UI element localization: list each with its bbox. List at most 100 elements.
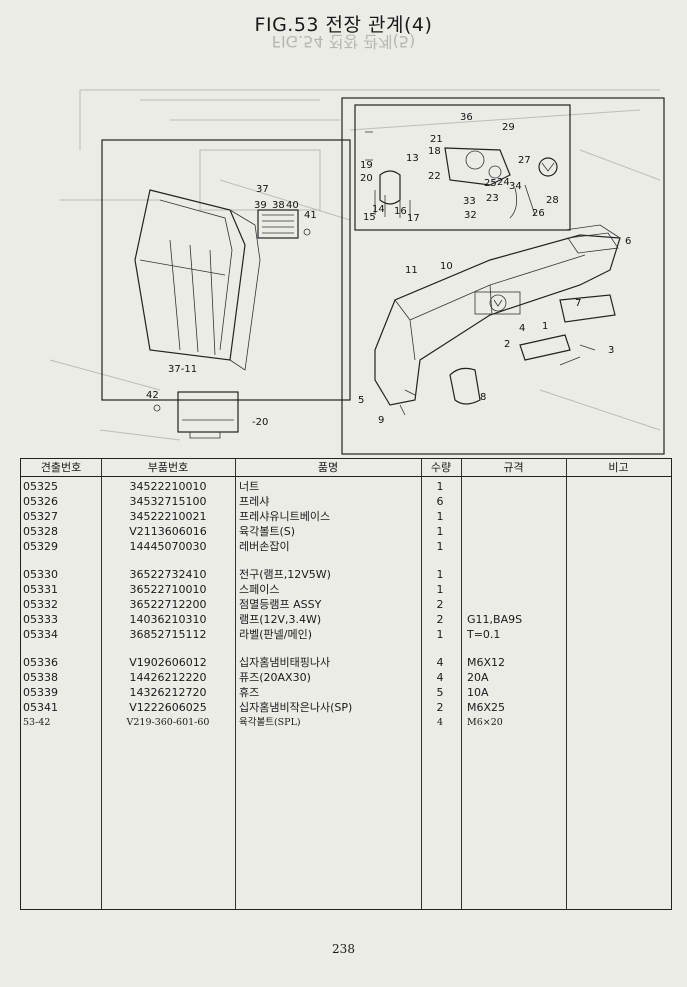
header-part-no: 부품번호 bbox=[147, 461, 189, 474]
callout-42: 42 bbox=[146, 390, 159, 401]
col-divider bbox=[421, 459, 422, 909]
cell-qty: 4 bbox=[436, 656, 444, 669]
cell-code: 05338 bbox=[23, 671, 58, 684]
cell-qty: 1 bbox=[436, 540, 444, 553]
col-divider bbox=[101, 459, 102, 909]
cell-spec: 20A bbox=[467, 671, 489, 684]
cell-qty: 2 bbox=[436, 613, 444, 626]
cell-name: 휴즈 bbox=[239, 686, 260, 699]
table-row: 05334 36852715112 라벨(판넬/메인) 1 T=0.1 bbox=[21, 627, 671, 642]
callout-2: 2 bbox=[504, 339, 510, 350]
switch-inset-frame bbox=[354, 104, 571, 231]
cell-part-no: V1222606025 bbox=[129, 701, 207, 714]
header-name: 품명 bbox=[317, 461, 339, 474]
cell-code: 05341 bbox=[23, 701, 58, 714]
callout-33: 33 bbox=[463, 196, 476, 207]
table-row: 05326 34532715100 프레샤 6 bbox=[21, 494, 671, 509]
callout-39: 39 bbox=[254, 200, 267, 211]
callout-22: 22 bbox=[428, 171, 441, 182]
callout-8: 8 bbox=[480, 392, 486, 403]
cell-name: 육각볼트(S) bbox=[239, 525, 296, 538]
cell-qty: 2 bbox=[436, 598, 444, 611]
cell-code: 05332 bbox=[23, 598, 58, 611]
cell-part-no: 14426212220 bbox=[129, 671, 207, 684]
callout-24: 24 bbox=[497, 177, 510, 188]
cell-name: 십자홈냄비작은나사(SP) bbox=[239, 701, 353, 714]
cell-part-no: 34522210021 bbox=[129, 510, 207, 523]
cell-part-no: 36522712200 bbox=[129, 598, 207, 611]
callout-28: 28 bbox=[546, 195, 559, 206]
right-panel-frame bbox=[341, 97, 665, 455]
callout-27: 27 bbox=[518, 155, 531, 166]
cell-qty: 1 bbox=[436, 568, 444, 581]
table-row: 05329 14445070030 레버손잡이 1 bbox=[21, 539, 671, 554]
cell-part-no: 34532715100 bbox=[129, 495, 207, 508]
callout-10: 10 bbox=[440, 261, 453, 272]
table-row: 05325 34522210010 너트 1 bbox=[21, 479, 671, 494]
cell-qty: 1 bbox=[436, 628, 444, 641]
table-row: 05338 14426212220 퓨즈(20AX30) 4 20A bbox=[21, 670, 671, 685]
callout-17: 17 bbox=[407, 213, 420, 224]
cell-qty: 6 bbox=[436, 495, 444, 508]
cell-qty: 5 bbox=[436, 686, 444, 699]
header-qty: 수량 bbox=[430, 461, 452, 474]
cell-qty: 4 bbox=[436, 717, 444, 728]
cell-name: 프레샤유니트베이스 bbox=[239, 510, 331, 523]
cell-part-no: 14445070030 bbox=[129, 540, 207, 553]
table-row: 05330 36522732410 전구(램프,12V5W) 1 bbox=[21, 567, 671, 582]
col-divider bbox=[566, 459, 567, 909]
cell-part-no: 36522710010 bbox=[129, 583, 207, 596]
callout-26: 26 bbox=[532, 208, 545, 219]
cell-code: 05331 bbox=[23, 583, 58, 596]
callout-9: 9 bbox=[378, 415, 384, 426]
cell-spec: 10A bbox=[467, 686, 489, 699]
table-row: 05327 34522210021 프레샤유니트베이스 1 bbox=[21, 509, 671, 524]
cell-part-no: 14326212720 bbox=[129, 686, 207, 699]
cell-name: 육각볼트(SPL) bbox=[239, 717, 301, 728]
cell-qty: 1 bbox=[436, 510, 444, 523]
cell-name: 램프(12V,3.4W) bbox=[239, 613, 322, 626]
cell-qty: 2 bbox=[436, 701, 444, 714]
callout-37: 37 bbox=[256, 184, 269, 195]
panel-cover-drawing bbox=[134, 189, 261, 371]
callout-4: 4 bbox=[519, 323, 525, 334]
callout-36: 36 bbox=[460, 112, 473, 123]
callout-1: 1 bbox=[542, 321, 548, 332]
table-row: 05336 V1902606012 십자홈냄비태핑나사 4 M6X12 bbox=[21, 655, 671, 670]
cell-code: 05326 bbox=[23, 495, 58, 508]
parts-table: 견출번호 부품번호 품명 수량 규격 비고 05325 34522210010 … bbox=[20, 458, 672, 910]
cell-qty: 1 bbox=[436, 583, 444, 596]
cell-spec: T=0.1 bbox=[467, 628, 501, 641]
cell-part-no: V1902606012 bbox=[129, 656, 207, 669]
cell-qty: 4 bbox=[436, 671, 444, 684]
cell-name: 점멸등램프 ASSY bbox=[239, 598, 322, 611]
callout-37-11: 37-11 bbox=[168, 364, 197, 375]
callout-34: 34 bbox=[509, 181, 522, 192]
cell-spec: M6X25 bbox=[467, 701, 506, 714]
table-row: 05331 36522710010 스페이스 1 bbox=[21, 582, 671, 597]
exploded-diagram: 37 39 38 40 41 37-11 42 -20 36 29 21 18 … bbox=[49, 89, 665, 455]
callout-29: 29 bbox=[502, 122, 515, 133]
cell-spec: G11,BA9S bbox=[467, 613, 523, 626]
cell-part-no: 14036210310 bbox=[129, 613, 207, 626]
cell-part-no: 36522732410 bbox=[129, 568, 207, 581]
cell-part-no: V219-360-601-60 bbox=[126, 717, 210, 728]
console-body-drawing bbox=[374, 224, 621, 416]
left-panel-frame bbox=[101, 139, 351, 401]
callout-18: 18 bbox=[428, 146, 441, 157]
cell-name: 십자홈냄비태핑나사 bbox=[239, 656, 331, 669]
cell-spec: M6X12 bbox=[467, 656, 506, 669]
callout-20: -20 bbox=[252, 417, 268, 428]
cell-code: 05339 bbox=[23, 686, 58, 699]
cell-part-no: 36852715112 bbox=[129, 628, 207, 641]
table-row: 05339 14326212720 휴즈 5 10A bbox=[21, 685, 671, 700]
callout-13: 13 bbox=[406, 153, 419, 164]
cell-code: 05329 bbox=[23, 540, 58, 553]
header-spec: 규격 bbox=[503, 461, 524, 474]
table-row: 05328 V2113606016 육각볼트(S) 1 bbox=[21, 524, 671, 539]
cell-name: 라벨(판넬/메인) bbox=[239, 628, 313, 641]
fuse-block-drawing bbox=[257, 209, 311, 239]
switch-assembly-drawing bbox=[365, 131, 558, 219]
cell-name: 너트 bbox=[239, 480, 260, 493]
cell-spec: M6×20 bbox=[467, 717, 503, 728]
